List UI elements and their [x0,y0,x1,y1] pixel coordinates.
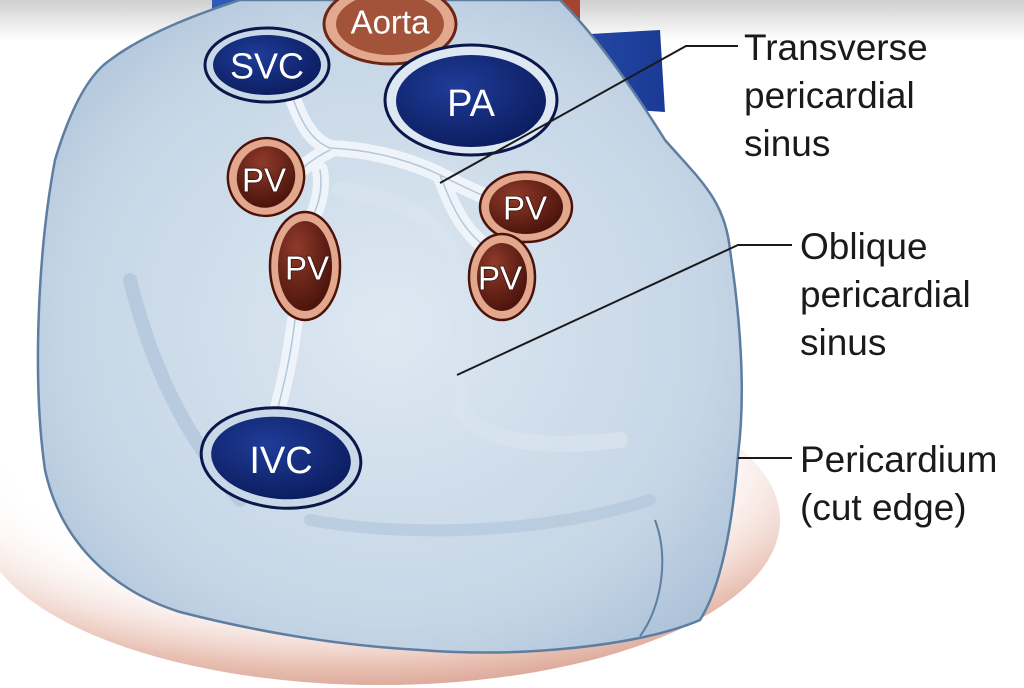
pericardium-callout: Pericardium (cut edge) [800,436,997,532]
callout-line: (cut edge) [800,487,967,528]
aorta-opening: Aorta [322,0,458,66]
pericardial-sac [36,0,743,654]
callout-line: pericardial [800,274,971,315]
pv-label: PV [242,162,286,199]
pa-label: PA [447,83,496,125]
sac-cut-edge-lip [639,519,664,637]
pulmonary-vein-lower-left: PV [268,210,342,322]
oblique-sinus-callout: Oblique pericardial sinus [800,223,971,367]
callout-line: Pericardium [800,439,998,480]
callout-line: sinus [800,322,887,363]
transverse-sinus-leader [439,45,738,184]
pulmonary-vein-upper-left: PV [226,136,306,218]
ivc-label: IVC [249,440,312,482]
aorta-label: Aorta [351,4,431,41]
pa-opening: PA [383,43,559,157]
ivc-opening: IVC [199,406,363,510]
pericardial-reflection-outline [274,89,496,421]
pulmonary-vein-lower-right: PV [467,232,537,322]
sac-inner-ridge [332,182,628,452]
callout-line: Oblique [800,226,928,267]
pv-label: PV [478,260,522,297]
pv-label: PV [503,190,547,227]
pulmonary-vein-upper-right: PV [478,170,574,244]
callout-line: pericardial [744,75,915,116]
transverse-sinus-callout: Transverse pericardial sinus [744,24,928,168]
svc-label: SVC [230,46,304,87]
pv-label: PV [285,250,329,287]
oblique-sinus-leader [456,244,792,376]
sac-fold-bottom [304,494,656,537]
callout-line: sinus [744,123,831,164]
svc-opening: SVC [203,26,331,104]
callout-line: Transverse [744,27,928,68]
